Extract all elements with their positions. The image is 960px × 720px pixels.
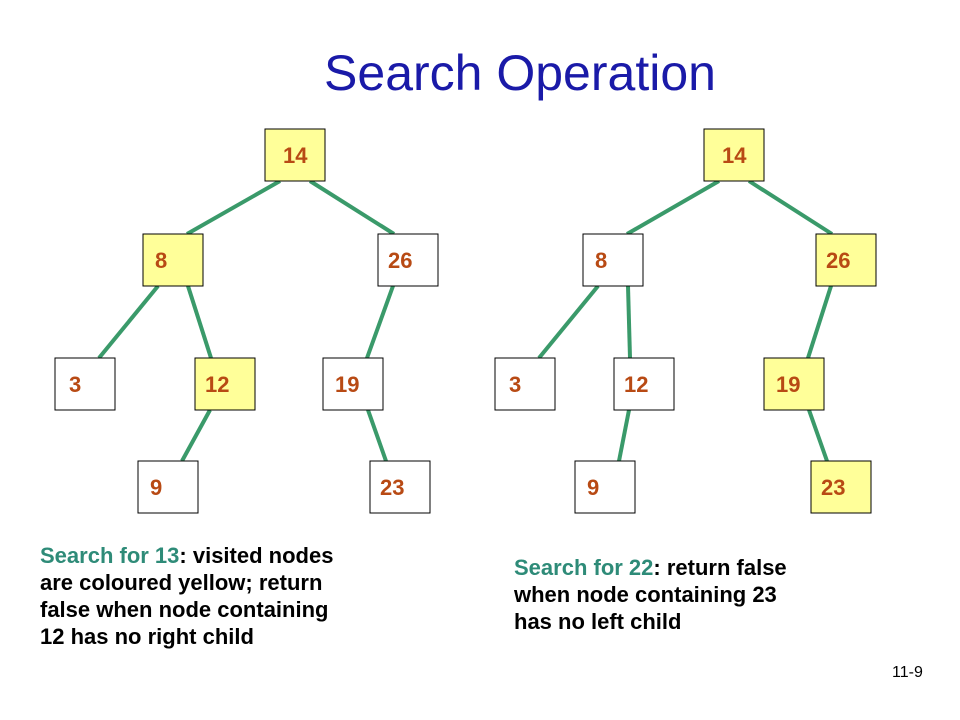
right-caption: Search for 22: return false when node co… <box>514 554 934 635</box>
tree-node-26 <box>377 233 439 287</box>
tree-edge-26-19 <box>806 285 833 359</box>
tree-node-12-visited <box>194 357 256 411</box>
tree-node-label: 8 <box>595 248 607 273</box>
tree-node-label: 19 <box>776 372 800 397</box>
tree-edge-14-26 <box>747 179 834 236</box>
left-caption-query: Search for 13 <box>40 543 180 568</box>
tree-node-label: 12 <box>205 372 229 397</box>
bst-tree-right: 14 8 26 3 12 19 9 23 <box>494 128 877 514</box>
left-caption-line-3: false when node containing <box>40 597 329 622</box>
tree-node-3 <box>54 357 116 411</box>
tree-node-9 <box>137 460 199 514</box>
tree-edge-14-8 <box>186 179 281 236</box>
tree-node-label: 14 <box>283 143 308 168</box>
tree-node-19 <box>322 357 384 411</box>
tree-edge-14-8 <box>626 179 720 236</box>
tree-node-label: 23 <box>380 475 404 500</box>
tree-node-label: 23 <box>821 475 845 500</box>
tree-node-23-visited <box>810 460 872 514</box>
slide-title: Search Operation <box>324 45 716 101</box>
tree-edge-12-9 <box>617 409 631 462</box>
tree-node-label: 3 <box>509 372 521 397</box>
tree-node-label: 12 <box>624 372 648 397</box>
tree-node-19-visited <box>763 357 825 411</box>
tree-node-label: 9 <box>587 475 599 500</box>
tree-node-9 <box>574 460 636 514</box>
tree-node-label: 26 <box>388 248 412 273</box>
left-caption: Search for 13: visited nodes are coloure… <box>40 542 480 650</box>
right-caption-line-3: has no left child <box>514 609 682 634</box>
tree-node-23 <box>369 460 431 514</box>
tree-node-12 <box>613 357 675 411</box>
tree-edge-19-23 <box>807 409 829 462</box>
left-caption-line-2: are coloured yellow; return <box>40 570 323 595</box>
bst-tree-left: 14 8 26 3 12 19 9 23 <box>54 128 439 514</box>
tree-node-14-visited <box>703 128 765 182</box>
right-caption-line-2: when node containing 23 <box>514 582 777 607</box>
right-caption-line-1: : return false <box>653 555 787 580</box>
tree-node-label: 9 <box>150 475 162 500</box>
tree-node-26-visited <box>815 233 877 287</box>
tree-node-8-visited <box>142 233 204 287</box>
tree-edge-8-3 <box>97 284 160 360</box>
tree-node-label: 3 <box>69 372 81 397</box>
tree-edge-19-23 <box>366 409 388 462</box>
left-caption-line-1: : visited nodes <box>179 543 334 568</box>
tree-node-14-visited <box>264 128 326 182</box>
tree-node-label: 26 <box>826 248 850 273</box>
tree-edge-26-19 <box>365 285 395 359</box>
tree-edge-8-3 <box>537 284 600 360</box>
right-caption-query: Search for 22 <box>514 555 654 580</box>
tree-node-3 <box>494 357 556 411</box>
tree-edge-12-9 <box>180 409 212 462</box>
tree-node-label: 19 <box>335 372 359 397</box>
tree-node-label: 8 <box>155 248 167 273</box>
tree-edge-8-12 <box>626 285 632 359</box>
left-caption-line-4: 12 has no right child <box>40 624 254 649</box>
tree-node-8 <box>582 233 644 287</box>
slide-number: 11-9 <box>892 664 923 681</box>
tree-edge-8-12 <box>186 285 213 359</box>
tree-edge-14-26 <box>308 179 396 236</box>
tree-node-label: 14 <box>722 143 747 168</box>
